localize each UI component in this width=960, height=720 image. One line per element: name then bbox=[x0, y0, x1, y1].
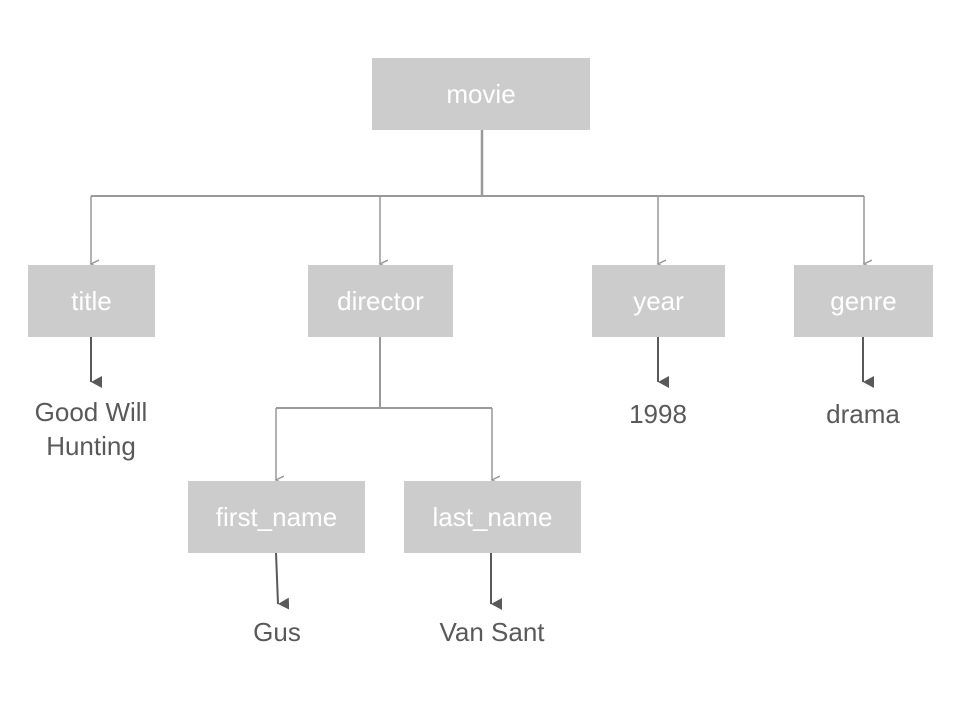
director-children-connector bbox=[276, 337, 492, 480]
value-title-line-1: Good Will bbox=[34, 397, 148, 427]
value-year: 1998 bbox=[629, 399, 687, 429]
value-genre: drama bbox=[826, 399, 900, 429]
node-first-name: first_name bbox=[188, 481, 365, 553]
node-director: director bbox=[308, 265, 453, 337]
value-last-name: Van Sant bbox=[439, 617, 545, 647]
value-arrows bbox=[90, 337, 874, 610]
value-title: Good Will Hunting bbox=[0, 395, 182, 463]
value-first-name: Gus bbox=[253, 617, 301, 647]
value-title-line-2: Hunting bbox=[46, 431, 136, 461]
node-genre: genre bbox=[794, 265, 933, 337]
node-movie: movie bbox=[372, 58, 590, 130]
node-last-name: last_name bbox=[404, 481, 581, 553]
movie-children-connector bbox=[91, 130, 864, 264]
node-title: title bbox=[28, 265, 155, 337]
node-year: year bbox=[592, 265, 725, 337]
